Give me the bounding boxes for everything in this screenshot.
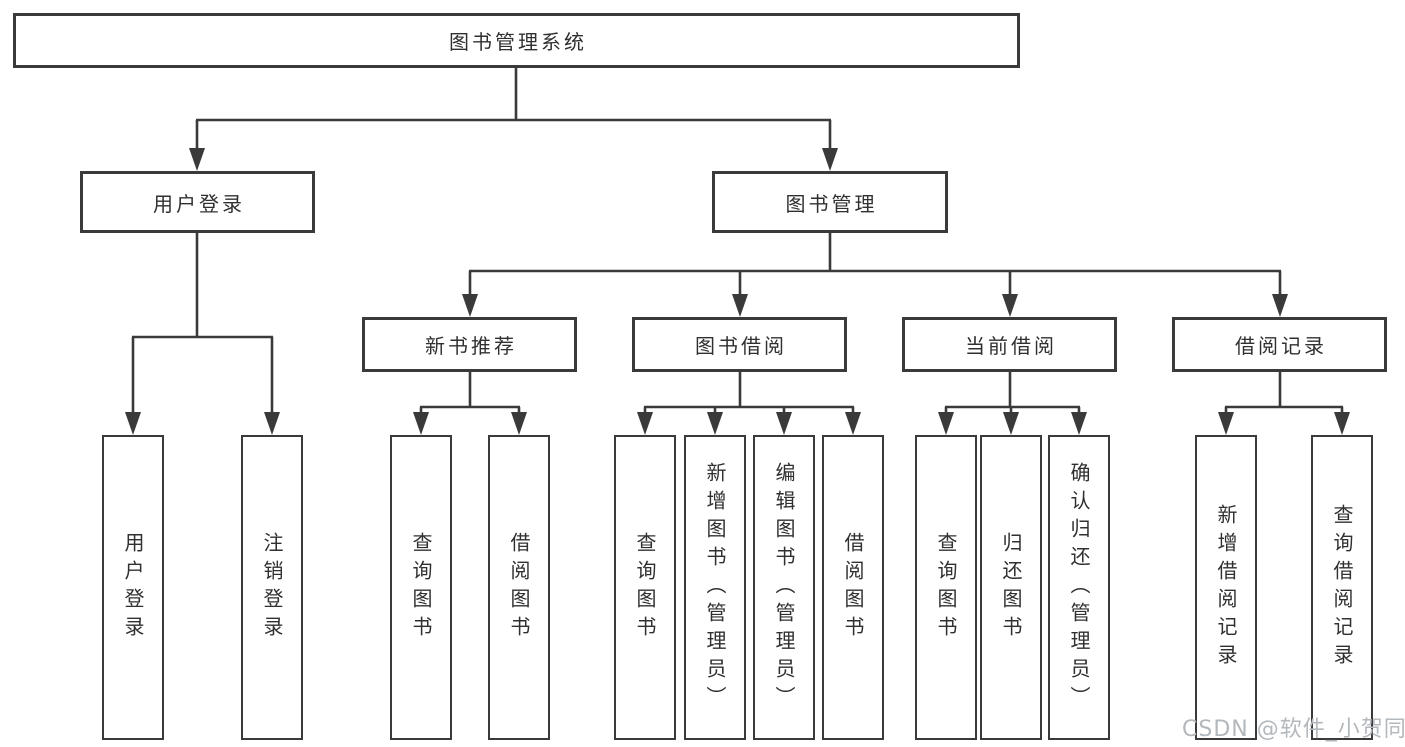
- leaf-label: 编辑图书（管理员）: [772, 461, 796, 714]
- connector-user-login-children: [125, 233, 280, 435]
- leaf-return-books: 归还图书: [980, 435, 1042, 740]
- leaf-label: 用户登录: [121, 531, 145, 644]
- leaf-query-books-newrec: 查询图书: [390, 435, 452, 740]
- leaf-label: 查询图书: [409, 531, 433, 644]
- leaf-user-login: 用户登录: [102, 435, 164, 740]
- connector-book-borrowing-children: [637, 372, 861, 435]
- leaf-borrow-books-newrec: 借阅图书: [488, 435, 550, 740]
- csdn-watermark: CSDN @软件_小贺同学: [1182, 717, 1405, 742]
- node-book-borrowing: 图书借阅: [632, 317, 847, 372]
- connector-new-book-children: [413, 372, 527, 435]
- leaf-label: 注销登录: [260, 531, 284, 644]
- leaf-add-books-admin: 新增图书（管理员）: [684, 435, 746, 740]
- leaf-query-books-borrowing: 查询图书: [614, 435, 676, 740]
- connector-root-to-level2: [189, 68, 838, 171]
- leaf-add-borrow-record: 新增借阅记录: [1195, 435, 1257, 740]
- node-user-login: 用户登录: [80, 171, 315, 233]
- node-book-management: 图书管理: [712, 171, 948, 233]
- leaf-logout: 注销登录: [241, 435, 303, 740]
- leaf-edit-books-admin: 编辑图书（管理员）: [753, 435, 815, 740]
- leaf-borrow-books: 借阅图书: [822, 435, 884, 740]
- leaf-label: 归还图书: [999, 531, 1023, 644]
- node-borrowing-records: 借阅记录: [1172, 317, 1387, 372]
- node-library-management-system: 图书管理系统: [13, 13, 1020, 68]
- leaf-label: 借阅图书: [841, 531, 865, 644]
- connector-book-management-children: [462, 233, 1288, 317]
- leaf-label: 查询图书: [633, 531, 657, 644]
- connector-borrowing-records-children: [1218, 372, 1350, 435]
- node-current-borrowing: 当前借阅: [902, 317, 1117, 372]
- leaf-confirm-return-admin: 确认归还（管理员）: [1048, 435, 1110, 740]
- leaf-label: 新增图书（管理员）: [703, 461, 727, 714]
- leaf-query-borrow-record: 查询借阅记录: [1311, 435, 1373, 740]
- leaf-label: 新增借阅记录: [1214, 503, 1238, 672]
- leaf-query-books-current: 查询图书: [915, 435, 977, 740]
- leaf-label: 确认归还（管理员）: [1067, 461, 1091, 714]
- leaf-label: 查询借阅记录: [1330, 503, 1354, 672]
- connector-current-borrowing-children: [938, 372, 1087, 435]
- leaf-label: 借阅图书: [507, 531, 531, 644]
- leaf-label: 查询图书: [934, 531, 958, 644]
- node-new-book-recommendation: 新书推荐: [362, 317, 577, 372]
